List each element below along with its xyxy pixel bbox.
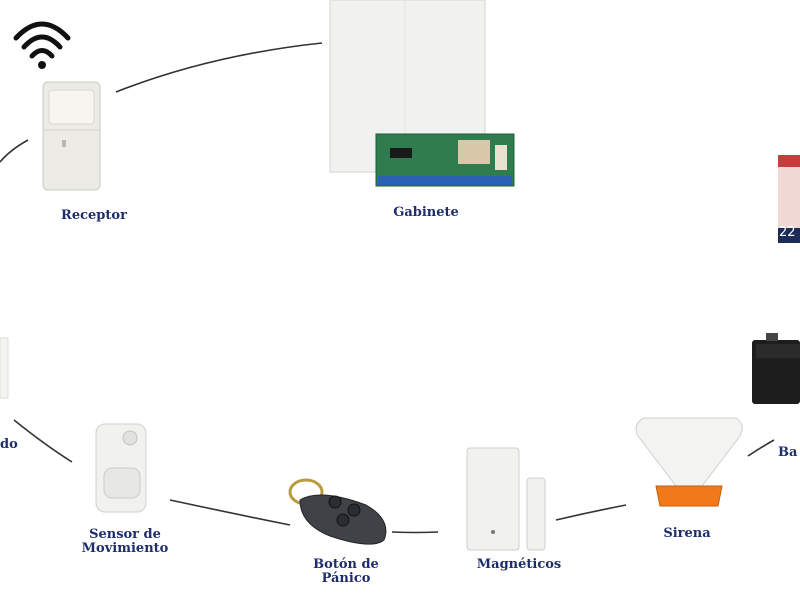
connector-sirena-bateria (747, 439, 775, 457)
display-partial-icon (778, 155, 800, 243)
siren-device-icon (635, 417, 743, 507)
battery-device-icon (752, 333, 800, 404)
boton-label: Botón de Pánico (296, 558, 396, 586)
sensor-label: Sensor de Movimiento (70, 528, 180, 556)
connector-boton-magneticos (391, 531, 439, 534)
motion-sensor-device-icon (95, 423, 147, 513)
panic-button-device-icon (288, 478, 387, 545)
sensor-label-line1: Sensor de (89, 527, 161, 542)
receptor-device-icon (42, 81, 101, 191)
connector-teclado-sensor (13, 419, 73, 463)
magnetic-contact-device-icon (466, 447, 546, 551)
connector-magneticos-sirena (555, 504, 627, 521)
connector-sensor-boton (169, 499, 291, 526)
teclado-partial-icon (0, 337, 9, 399)
boton-label-line2: Pánico (321, 571, 371, 586)
boton-label-line1: Botón de (313, 557, 379, 572)
magneticos-label: Magnéticos (476, 557, 562, 572)
sensor-label-line2: Movimiento (81, 541, 169, 556)
teclado-label-partial: do (0, 437, 18, 452)
display-text-partial: 22 (779, 225, 796, 240)
receptor-label: Receptor (61, 208, 127, 223)
gabinete-device-icon (329, 0, 515, 187)
wifi-icon (13, 21, 71, 69)
sirena-label: Sirena (663, 526, 711, 541)
connector-receptor-left (0, 139, 29, 163)
bateria-label-partial: Ba (778, 445, 798, 460)
gabinete-label: Gabinete (393, 205, 459, 220)
connector-receptor-gabinete (115, 42, 323, 93)
